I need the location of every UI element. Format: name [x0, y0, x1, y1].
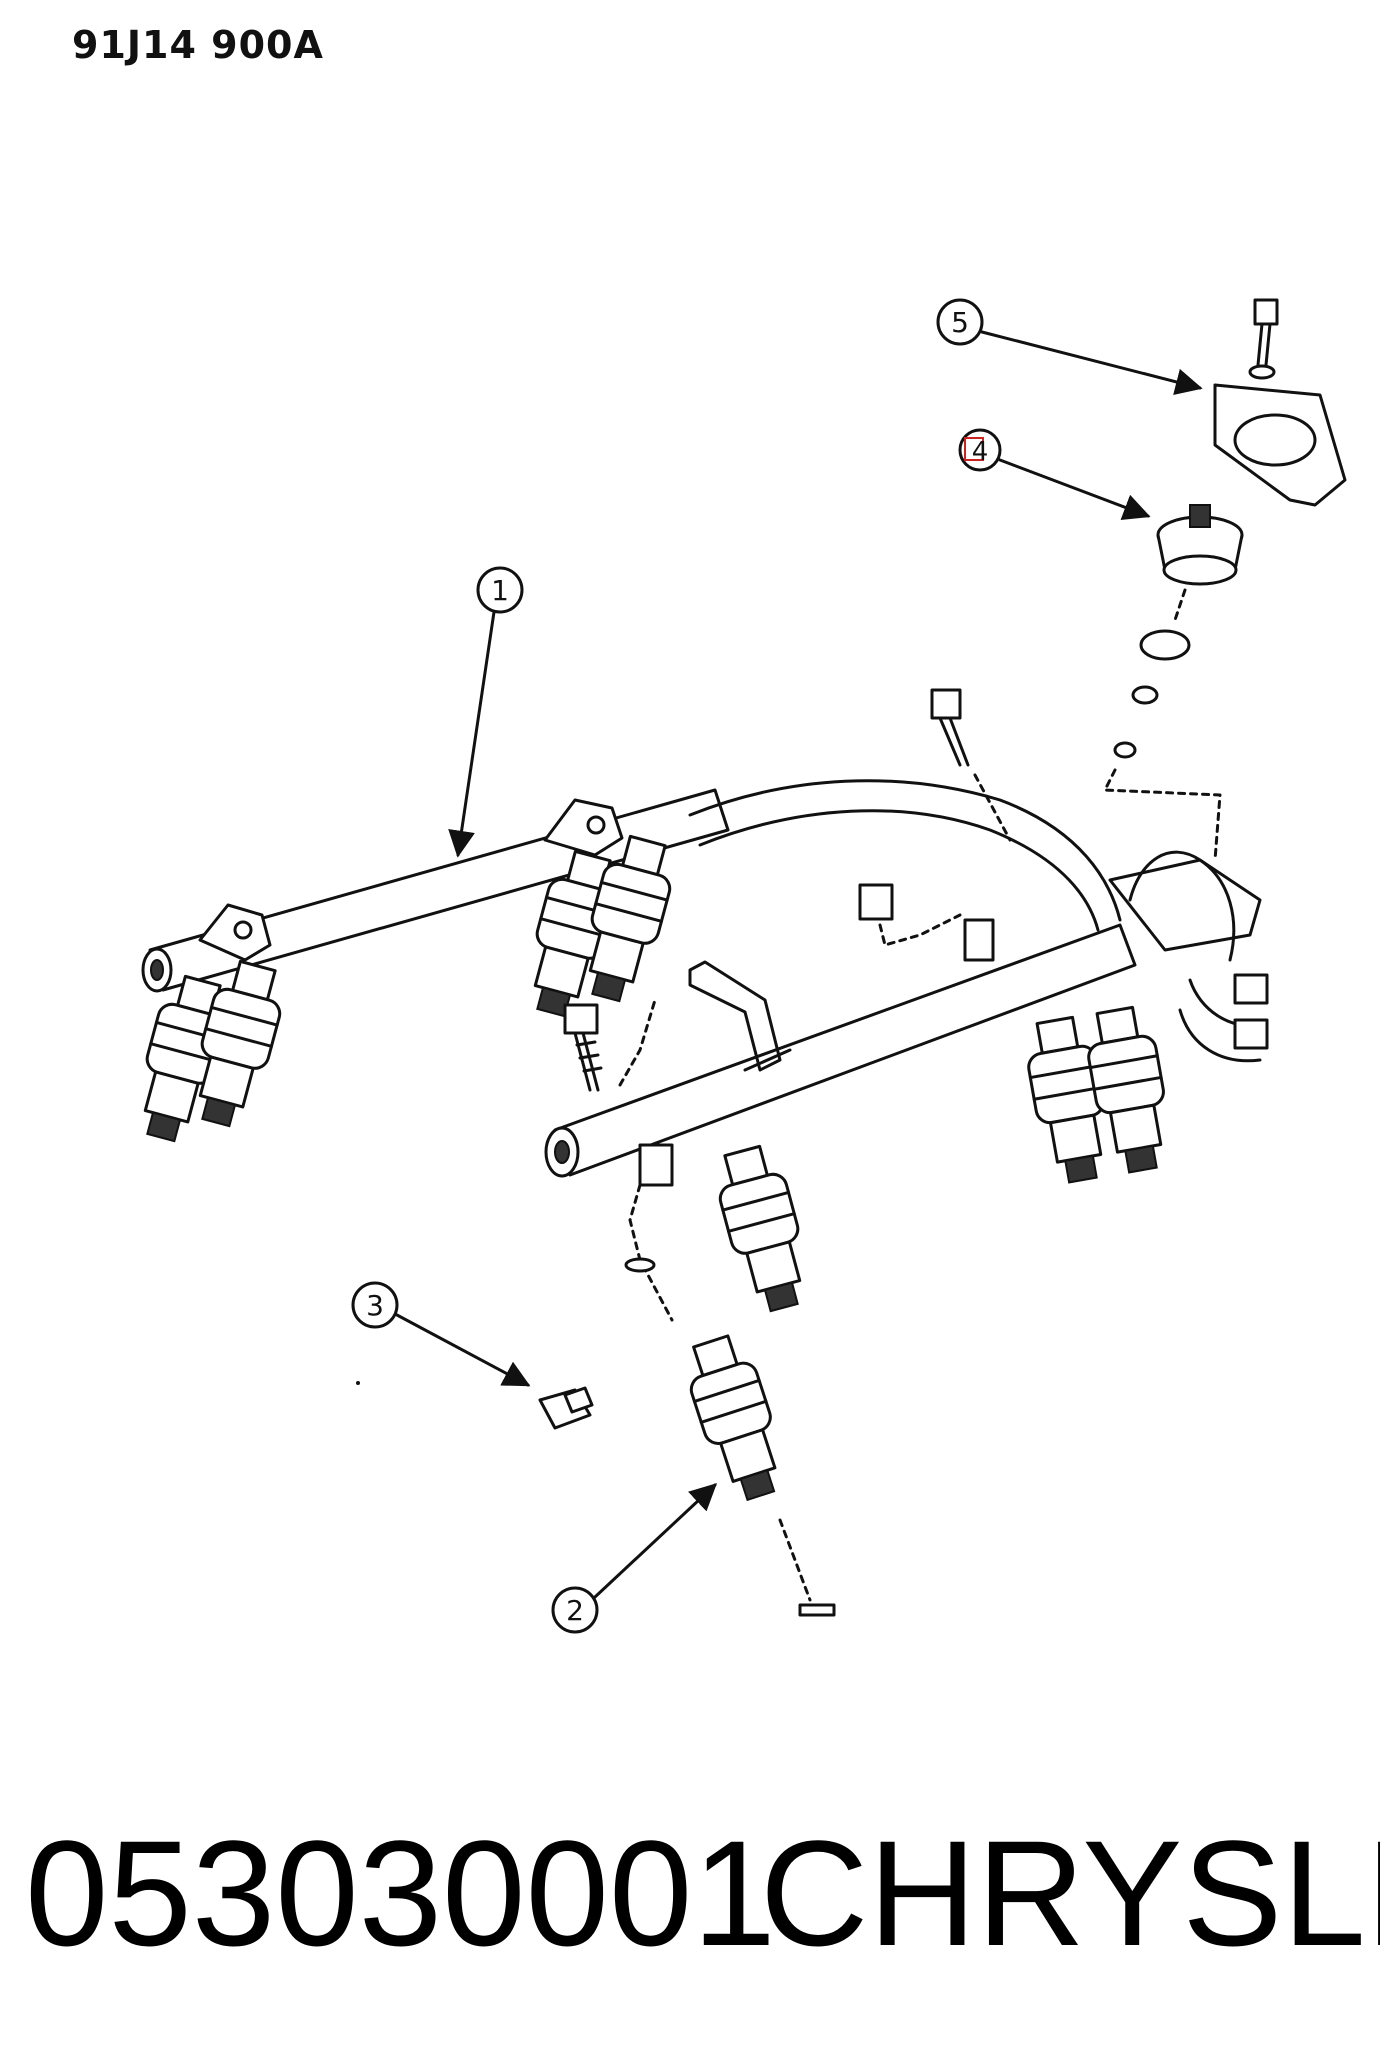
- callout-3: 3: [351, 1281, 531, 1387]
- connector-clip: [858, 883, 995, 962]
- svg-text:2: 2: [566, 1594, 584, 1627]
- svg-text:4: 4: [972, 437, 989, 467]
- lower-injector-group-right: [1019, 1003, 1178, 1188]
- callout-1: 1: [448, 566, 524, 858]
- svg-text:5: 5: [951, 306, 969, 339]
- lower-fuel-rail: [544, 850, 1269, 1178]
- pressure-regulator: [1103, 504, 1244, 862]
- lower-injector-group-center: [638, 1140, 819, 1318]
- bolt-center: [930, 688, 1012, 842]
- callout-5: 5: [936, 298, 1203, 396]
- drawing-code: 91J14 900A: [72, 23, 324, 67]
- callout-2: 2: [551, 1483, 717, 1634]
- injector-exploded: [624, 1183, 836, 1617]
- part-number: 053030001: [25, 1809, 776, 1977]
- retaining-clip: [538, 1386, 594, 1430]
- brand-name: CHRYSLER: [760, 1809, 1380, 1977]
- bolt-left: [563, 998, 657, 1092]
- svg-text:3: 3: [366, 1289, 384, 1322]
- upper-fuel-rail: [141, 779, 1122, 993]
- regulator-retainer: [1213, 298, 1347, 507]
- callout-4: 4: [958, 428, 1151, 521]
- svg-text:1: 1: [491, 574, 509, 607]
